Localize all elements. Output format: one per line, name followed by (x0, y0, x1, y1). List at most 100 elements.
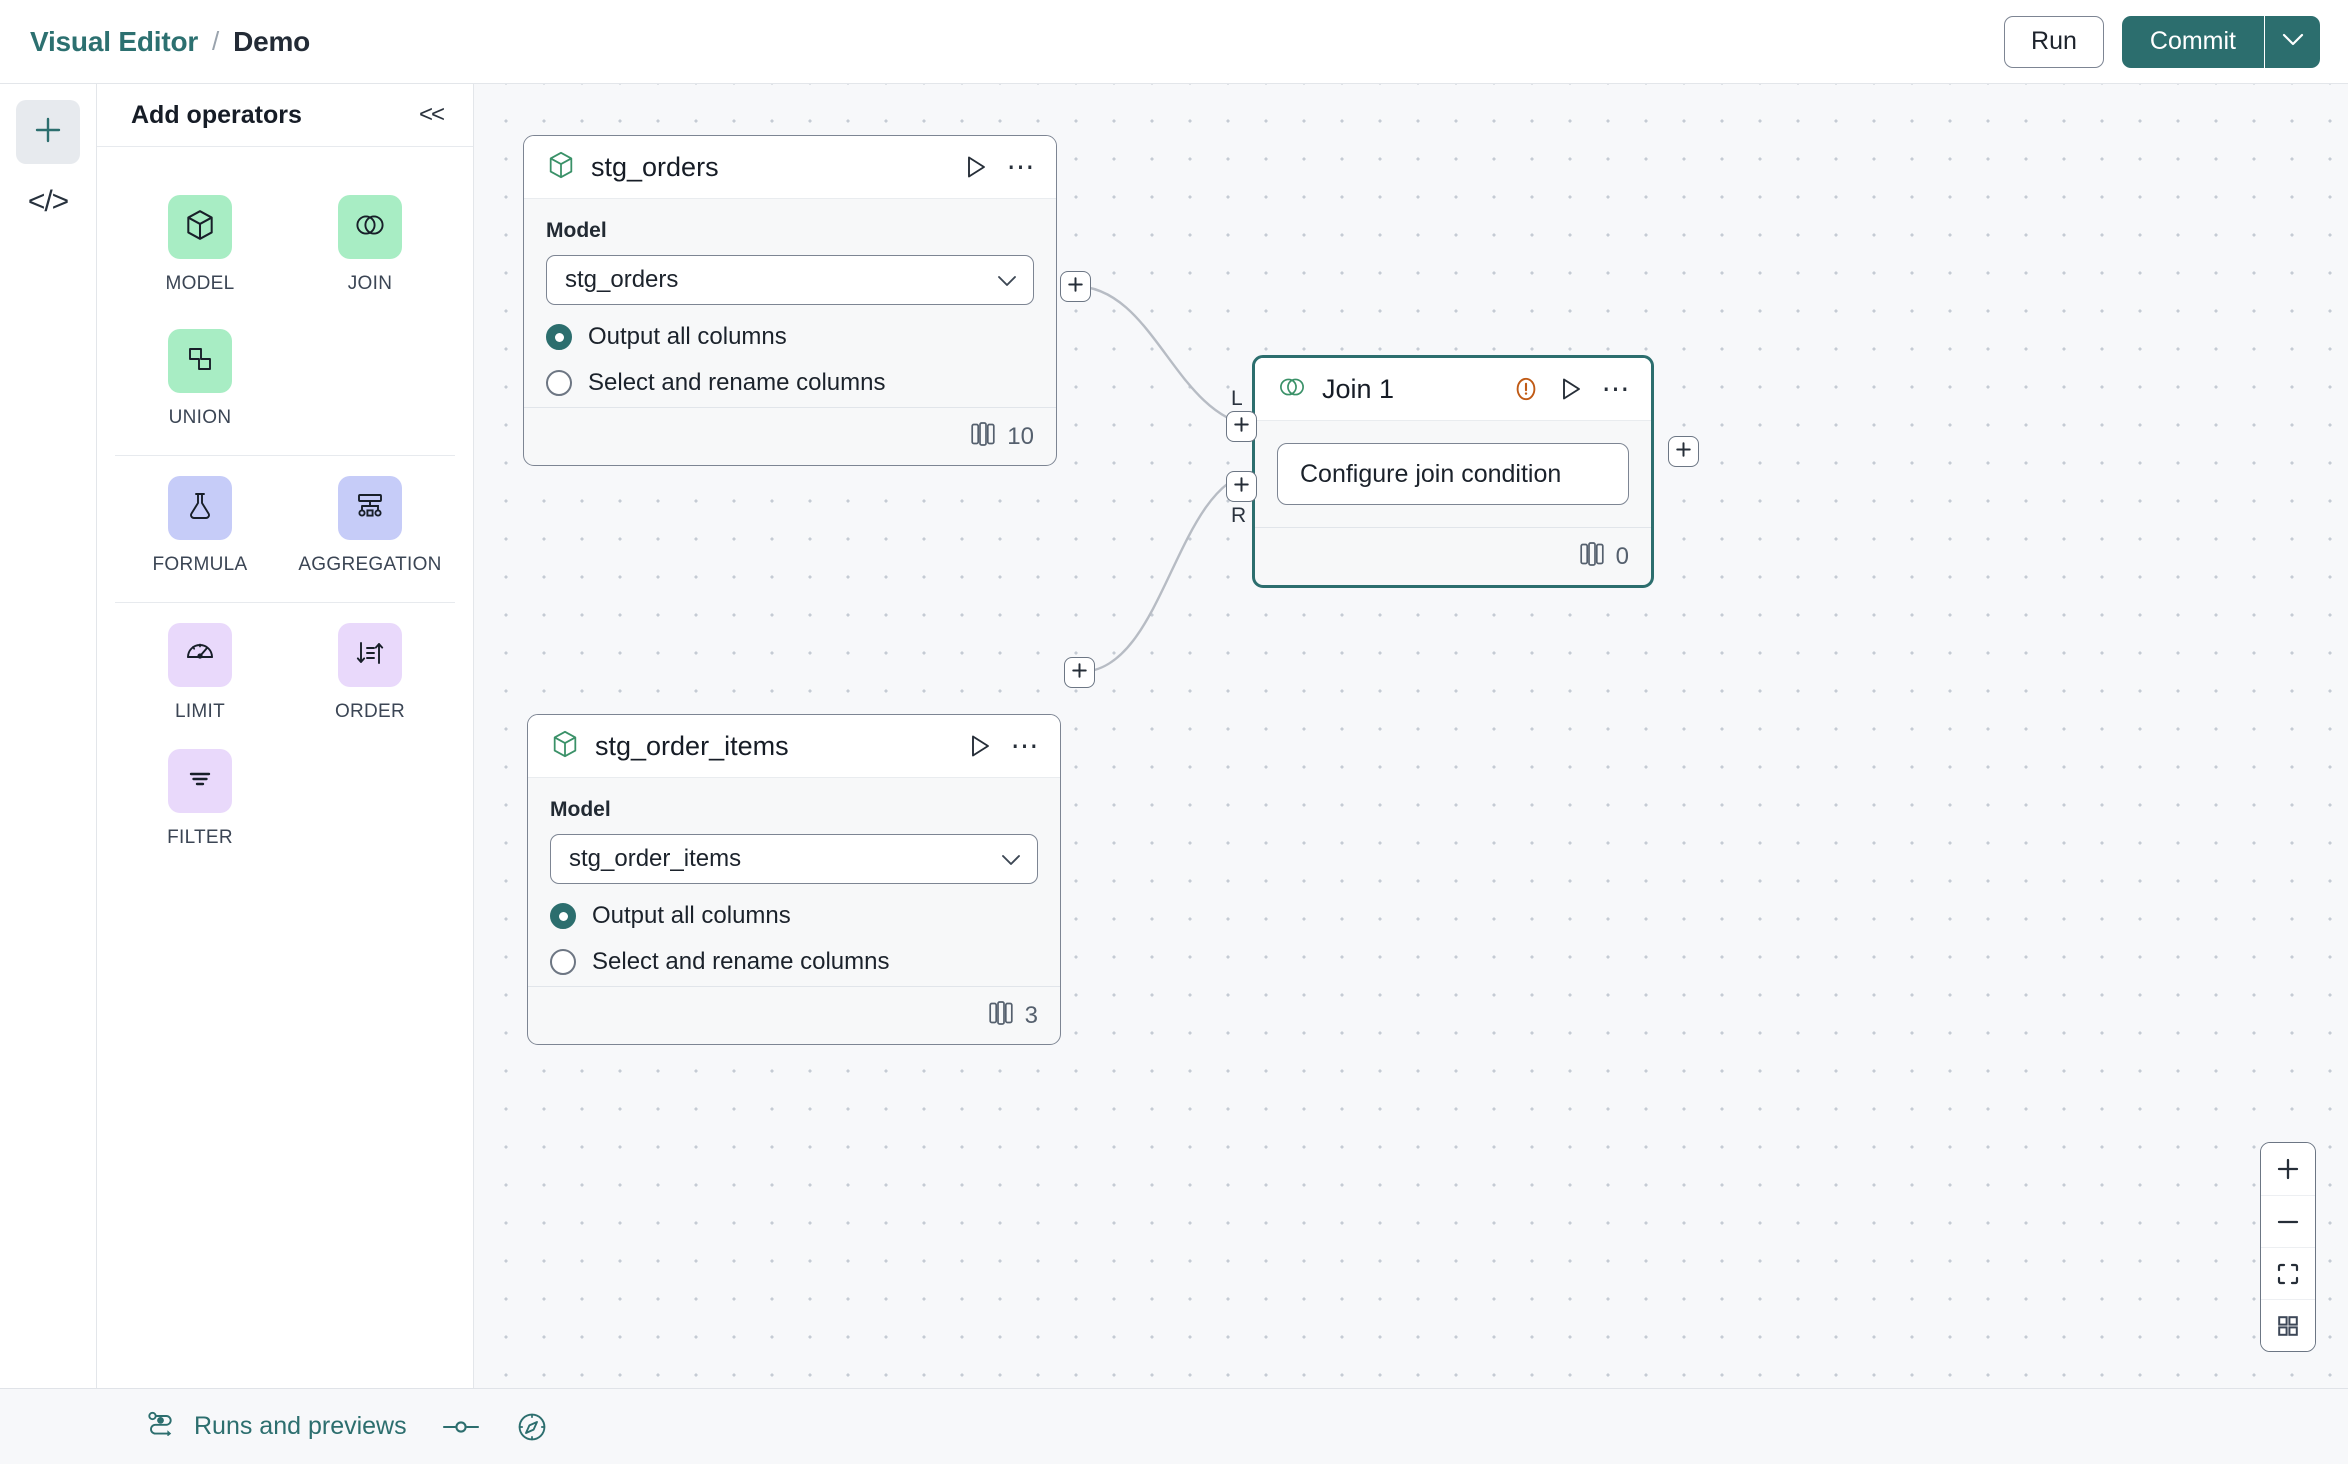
zoom-in-button[interactable] (2261, 1143, 2315, 1195)
commit-button[interactable]: Commit (2122, 16, 2264, 68)
union-shapes-icon (184, 343, 216, 380)
output-handle-stg-orders[interactable] (1060, 271, 1091, 302)
radio-output-all-columns[interactable]: Output all columns (546, 323, 1034, 351)
zoom-out-button[interactable] (2261, 1195, 2315, 1247)
operator-group-shaping: LIMIT ORDER (115, 602, 455, 749)
radio-indicator (546, 370, 572, 396)
sort-icon (354, 637, 386, 674)
operator-tile (168, 623, 232, 687)
warning-circle-icon[interactable] (1512, 375, 1540, 403)
model-field-label: Model (550, 798, 1038, 822)
fit-view-button[interactable] (2261, 1247, 2315, 1299)
operator-order[interactable]: ORDER (285, 623, 455, 723)
cube-icon (550, 729, 580, 764)
panel-collapse-button[interactable]: << (419, 101, 443, 129)
node-header: stg_orders ⋯ (524, 136, 1056, 199)
node-footer: 0 (1255, 527, 1651, 585)
operator-limit[interactable]: LIMIT (115, 623, 285, 723)
model-select[interactable]: stg_order_items (550, 834, 1038, 884)
runs-and-previews-button[interactable]: Runs and previews (146, 1410, 407, 1443)
node-join-1[interactable]: Join 1 ⋯ Configure join condition (1252, 355, 1654, 588)
editor-body: </> Add operators << MODE (0, 84, 2348, 1388)
left-icon-rail: </> (0, 84, 97, 1388)
add-operators-panel: Add operators << MODEL (97, 84, 474, 1388)
operator-join[interactable]: JOIN (285, 195, 455, 295)
node-title: stg_orders (591, 152, 719, 183)
node-title: Join 1 (1322, 374, 1394, 405)
operator-model[interactable]: MODEL (115, 195, 285, 295)
breadcrumb-current: Demo (233, 26, 310, 58)
model-select[interactable]: stg_orders (546, 255, 1034, 305)
panel-header: Add operators << (97, 84, 473, 147)
node-body: Model stg_order_items Output all columns… (528, 778, 1060, 986)
edge-order-items-to-join (1080, 472, 1252, 672)
model-select-value: stg_order_items (569, 845, 741, 873)
input-handle-join-left[interactable] (1226, 411, 1257, 442)
operator-label: MODEL (165, 273, 234, 295)
top-bar: Visual Editor / Demo Run Commit (0, 0, 2348, 84)
node-run-icon[interactable] (967, 733, 993, 759)
chevron-down-icon (997, 266, 1017, 294)
gauge-icon (184, 637, 216, 674)
commit-dropdown-button[interactable] (2264, 16, 2320, 68)
operator-formula[interactable]: FORMULA (115, 476, 285, 576)
operator-tile (338, 476, 402, 540)
output-handle-join-1[interactable] (1668, 436, 1699, 467)
plus-icon (1675, 441, 1692, 463)
operator-tile (168, 476, 232, 540)
node-stg-orders[interactable]: stg_orders ⋯ Model stg_orders (523, 135, 1057, 466)
node-stg-order-items[interactable]: stg_order_items ⋯ Model stg_order_items (527, 714, 1061, 1045)
run-button[interactable]: Run (2004, 16, 2104, 68)
compass-icon[interactable] (515, 1410, 549, 1444)
node-actions: ⋯ (967, 733, 1041, 759)
input-handle-join-right[interactable] (1226, 471, 1257, 502)
node-more-icon[interactable]: ⋯ (1602, 379, 1632, 399)
breadcrumb-separator: / (212, 26, 219, 57)
flask-icon (184, 490, 216, 527)
node-actions: ⋯ (963, 154, 1037, 180)
node-more-icon[interactable]: ⋯ (1007, 157, 1037, 177)
columns-icon (1580, 541, 1604, 572)
configure-join-condition-button[interactable]: Configure join condition (1277, 443, 1629, 505)
output-handle-stg-order-items[interactable] (1064, 657, 1095, 688)
operator-aggregation[interactable]: AGGREGATION (285, 476, 455, 576)
radio-indicator (550, 949, 576, 975)
operator-filter[interactable]: FILTER (115, 749, 285, 849)
operator-label: FORMULA (153, 554, 248, 576)
breadcrumb-root[interactable]: Visual Editor (30, 26, 198, 58)
edge-orders-to-join (1074, 286, 1252, 426)
node-run-icon[interactable] (1558, 376, 1584, 402)
radio-select-rename-columns[interactable]: Select and rename columns (546, 369, 1034, 397)
operator-tile (168, 195, 232, 259)
rail-add-button[interactable] (16, 100, 80, 164)
plus-icon (1233, 416, 1250, 438)
operator-union[interactable]: UNION (115, 329, 285, 429)
node-run-icon[interactable] (963, 154, 989, 180)
chevron-down-icon (1001, 845, 1021, 873)
radio-output-all-columns[interactable]: Output all columns (550, 902, 1038, 930)
venn-icon (1277, 372, 1307, 407)
operator-label: AGGREGATION (298, 554, 441, 576)
column-count: 0 (1616, 543, 1629, 571)
join-input-label-right: R (1231, 504, 1246, 528)
operator-group-filter: FILTER (115, 749, 455, 875)
slider-toggle-icon[interactable] (441, 1416, 481, 1438)
rail-code-button[interactable]: </> (16, 170, 80, 234)
zoom-controls (2260, 1142, 2316, 1352)
cube-icon (546, 150, 576, 185)
grid-toggle-button[interactable] (2261, 1299, 2315, 1351)
radio-indicator (550, 903, 576, 929)
plus-icon (1071, 662, 1088, 684)
columns-icon (989, 1000, 1013, 1031)
node-footer: 3 (528, 986, 1060, 1044)
radio-select-rename-columns[interactable]: Select and rename columns (550, 948, 1038, 976)
panel-title: Add operators (131, 101, 302, 130)
radio-label: Output all columns (588, 323, 787, 351)
flow-canvas[interactable]: stg_orders ⋯ Model stg_orders (474, 84, 2348, 1388)
chevron-down-icon (2282, 33, 2304, 50)
model-field-label: Model (546, 219, 1034, 243)
commit-button-group: Commit (2122, 16, 2320, 68)
code-brackets-icon: </> (28, 185, 68, 219)
radio-indicator (546, 324, 572, 350)
node-more-icon[interactable]: ⋯ (1011, 736, 1041, 756)
